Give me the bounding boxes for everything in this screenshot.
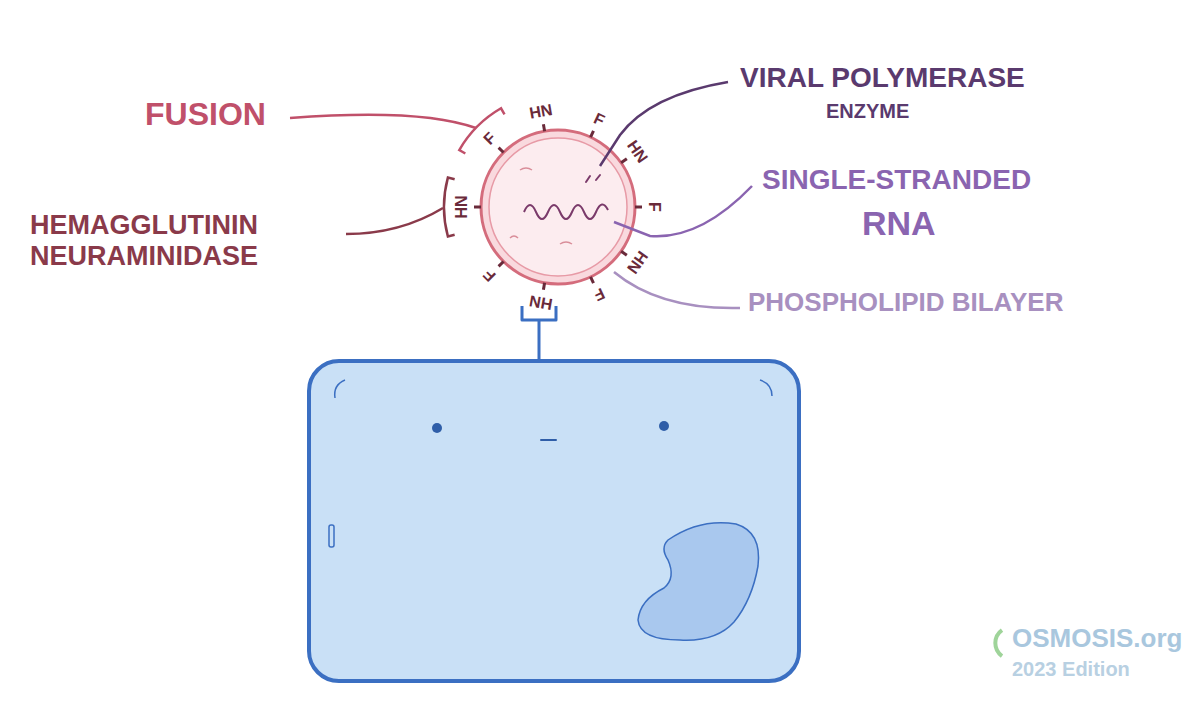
spike-stub [621,159,627,163]
spike-stub [543,124,544,131]
fusion-bracket [459,108,504,153]
part-label: FUSION [145,96,266,133]
spike-label: F [590,284,607,305]
leader-line [614,186,752,236]
watermark: 2023 Edition [1012,658,1130,681]
part-label: VIRAL POLYMERASE [740,62,1025,94]
rna-strand [524,204,608,219]
spike-stub [543,283,544,290]
watermark: OSMOSIS.org [1012,624,1182,654]
host-cell [309,361,799,681]
spike-label: HN [453,195,471,218]
spike-label: F [590,110,607,131]
spike-stub [635,206,642,209]
part-label: PHOSPHOLIPID BILAYER [748,288,1063,318]
part-label: ENZYME [826,100,909,123]
spike-label: HN [622,247,650,276]
spike-label: HN [528,290,554,312]
virus-inner-layer [489,138,627,276]
leader-line [614,272,740,308]
part-label: SINGLE-STRANDED [762,164,1031,196]
virus-detail [510,168,572,244]
spike-label: HN [622,137,650,166]
receptor-stalk [538,320,541,360]
cell-eye [659,421,669,431]
spike-group [474,124,642,289]
spike-stub [499,148,504,153]
spike-stub [591,131,594,137]
polymerase-enzyme [586,175,600,182]
leader-line [290,115,476,128]
cell-highlight [335,380,345,398]
spike-label: F [645,202,663,212]
cell-highlight [760,380,772,396]
spike-stub [499,261,504,266]
part-label: RNA [862,204,936,243]
part-label: HEMAGGLUTININ NEURAMINIDASE [30,210,360,272]
cell-highlight [329,525,334,547]
cell-eye [432,423,442,433]
logo-arc [995,630,1002,656]
spike-stub [474,206,481,209]
leader-line [346,208,443,234]
spike-stub [621,251,627,255]
spike-label: HN [528,101,554,123]
leader-line [600,82,728,166]
cell-mouth [541,439,556,441]
spike-stub [591,277,594,283]
spike-label: F [480,265,500,285]
spike-label: F [480,129,500,149]
virus-envelope [481,130,635,284]
nucleus [638,523,759,640]
